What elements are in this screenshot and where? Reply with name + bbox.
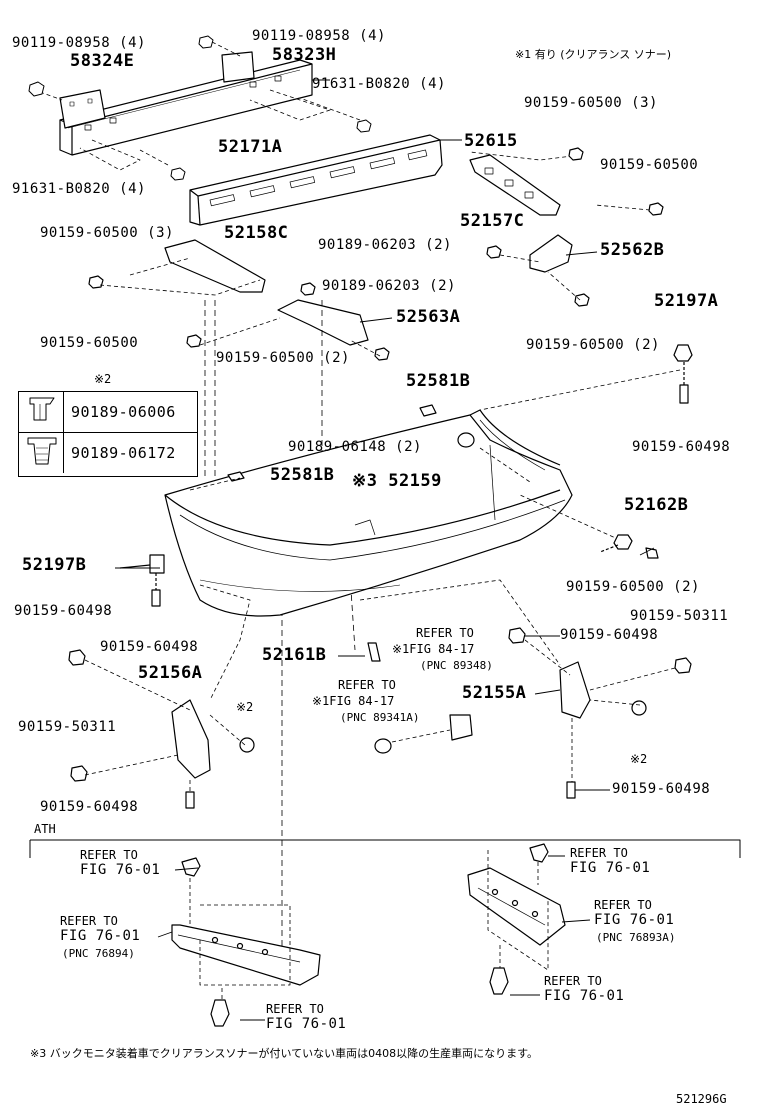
part-label: 90159-60498 — [612, 781, 711, 797]
legend-mark: ※2 — [94, 372, 112, 386]
note-clearance-sonar: ※1 有り (クリアランス ソナー) — [515, 48, 672, 61]
part-label: 90119-08958 (4) — [252, 28, 386, 44]
refer-note: (PNC 76894) — [62, 947, 135, 960]
refer-note: REFER TO — [266, 1002, 324, 1016]
part-label: 90119-08958 (4) — [12, 35, 146, 51]
part-label: 90159-60498 — [632, 439, 731, 455]
part-label: 52156A — [138, 663, 203, 683]
refer-note: REFER TO — [60, 914, 118, 928]
footnote: ※3 バックモニタ装着車でクリアランスソナーが付いていない車両は0408以降の生… — [30, 1047, 539, 1060]
legend-part-number: 90189-06006 — [71, 403, 176, 421]
legend-icons — [27, 397, 57, 465]
part-label: 90189-06148 (2) — [288, 439, 422, 455]
refer-note: REFER TO — [544, 974, 602, 988]
part-label: 90189-06203 (2) — [318, 237, 452, 253]
part-label: 52581B — [270, 465, 335, 485]
clip-icon — [19, 392, 64, 432]
legend-row: 90189-06172 — [19, 433, 197, 473]
part-label: 91631-B0820 (4) — [12, 181, 146, 197]
part-label: 90159-60500 (3) — [40, 225, 174, 241]
part-label: ※3 52159 — [352, 471, 442, 491]
refer-note: FIG 76-01 — [266, 1016, 347, 1032]
part-label: 90159-60500 (3) — [524, 95, 658, 111]
refer-note: ※1FIG 84-17 — [312, 694, 395, 708]
part-label: 90159-60498 — [100, 639, 199, 655]
part-label: 52155A — [462, 683, 527, 703]
refer-note: FIG 76-01 — [594, 912, 675, 928]
part-label: 90189-06203 (2) — [322, 278, 456, 294]
ath-label: ATH — [34, 822, 56, 836]
refer-note: REFER TO — [570, 846, 628, 860]
part-label: 52171A — [218, 137, 283, 157]
part-label: 52615 — [464, 131, 518, 151]
refer-note: REFER TO — [338, 678, 396, 692]
part-label: 52162B — [624, 495, 689, 515]
refer-note: FIG 76-01 — [544, 988, 625, 1004]
legend-part-number: 90189-06172 — [71, 444, 176, 462]
part-label: 90159-60500 — [600, 157, 699, 173]
refer-note: ※1FIG 84-17 — [392, 642, 475, 656]
part-label: 91631-B0820 (4) — [312, 76, 446, 92]
legend-mark: ※2 — [236, 700, 254, 714]
part-label: 90159-50311 — [18, 719, 117, 735]
part-label: 58324E — [70, 51, 135, 71]
ath-left-spoiler — [171, 924, 321, 986]
refer-note: REFER TO — [594, 898, 652, 912]
refer-note: FIG 76-01 — [60, 928, 141, 944]
part-label: 90159-50311 — [630, 608, 729, 624]
part-label: 90159-60498 — [560, 627, 659, 643]
part-label: 52581B — [406, 371, 471, 391]
part-label: 52157C — [460, 211, 525, 231]
part-label: 52161B — [262, 645, 327, 665]
bracket-58323h — [221, 51, 255, 83]
part-label: 52197A — [654, 291, 719, 311]
part-label: 52158C — [224, 223, 289, 243]
energy-absorber — [189, 134, 443, 226]
clip-legend-table: 90189-06006 90189-06172 — [18, 391, 198, 477]
bracket-52155a — [559, 661, 591, 719]
part-label: 52197B — [22, 555, 87, 575]
bracket-52563a — [277, 299, 369, 346]
bracket-52562b — [529, 234, 573, 273]
figure-id: 521296G — [676, 1092, 727, 1106]
refer-note: (PNC 76893A) — [596, 931, 676, 944]
part-label: 90159-60500 (2) — [566, 579, 700, 595]
part-label: 90159-60498 — [14, 603, 113, 619]
legend-row: 90189-06006 — [19, 392, 197, 433]
part-label: 58323H — [272, 45, 337, 65]
retainer-52158c — [164, 239, 266, 293]
part-label: 90159-60498 — [40, 799, 139, 815]
bracket-58324e — [59, 89, 106, 129]
refer-note: (PNC 89341A) — [340, 711, 420, 724]
part-label: 90159-60500 — [40, 335, 139, 351]
part-label: 52563A — [396, 307, 461, 327]
part-label: 52562B — [600, 240, 665, 260]
side-retainer-52157c — [469, 154, 561, 216]
legend-mark: ※2 — [630, 752, 648, 766]
bumper-cover — [164, 409, 573, 617]
refer-note: (PNC 89348) — [420, 659, 493, 672]
bracket-52156a — [171, 699, 211, 779]
push-rivet-icon — [19, 433, 64, 473]
refer-note: FIG 76-01 — [80, 862, 161, 878]
part-label: 90159-60500 (2) — [526, 337, 660, 353]
refer-note: REFER TO — [80, 848, 138, 862]
ath-right-spoiler — [467, 867, 566, 946]
refer-note: REFER TO — [416, 626, 474, 640]
refer-note: FIG 76-01 — [570, 860, 651, 876]
part-label: 90159-60500 (2) — [216, 350, 350, 366]
